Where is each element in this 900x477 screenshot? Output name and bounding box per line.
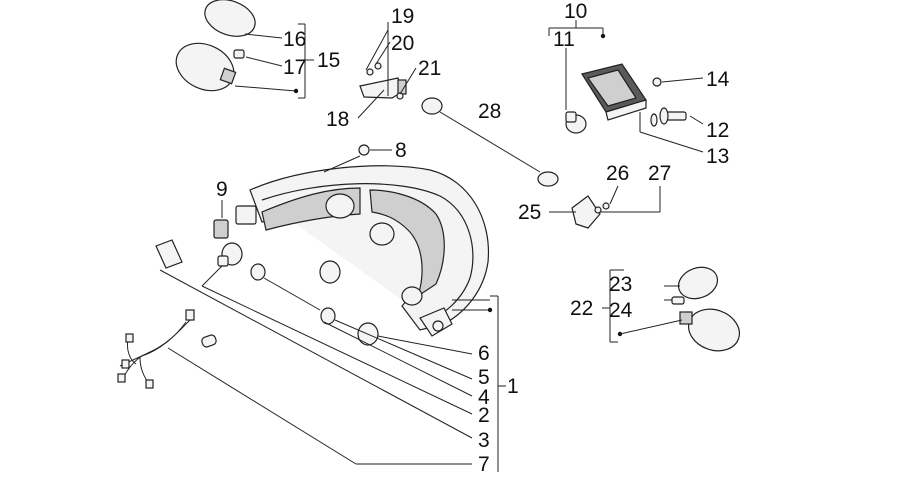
label-16: 16 [283,28,306,51]
indicator-lens-16 [204,0,256,37]
socket-9-group [213,200,229,239]
harness-plug [185,309,195,321]
label-27: 27 [648,162,671,185]
bracket-group [357,22,417,119]
nut-21 [396,92,404,100]
label-18: 18 [326,108,349,131]
label-25: 25 [518,201,541,224]
label-11: 11 [553,28,575,51]
bulb-5-top [319,260,341,284]
fuse [201,334,217,348]
washer-13 [650,113,658,127]
grommet-top [421,97,443,115]
wiring-harness-group [117,309,472,465]
indicator-lens-23 [677,266,719,300]
bulb-4 [250,263,266,281]
small-bracket-group [549,185,661,229]
grommet-group [421,97,559,187]
bulbs-group [155,239,473,439]
grommet-bottom [537,171,559,187]
label-10: 10 [564,0,587,23]
bulb-socket-b [369,222,395,246]
label-21: 21 [418,57,441,80]
bracket-18 [359,77,403,99]
screw-20 [366,68,374,76]
indicator-mount [219,67,237,85]
bulb-5 [320,307,336,325]
label-5: 5 [478,366,490,389]
label-22: 22 [570,297,593,320]
label-7: 7 [478,453,490,476]
label-6: 6 [478,342,490,365]
bulb-socket-a [325,193,355,219]
label-13: 13 [706,145,729,168]
bulb-17 [233,49,245,59]
part-labels: 1 2 3 4 5 6 7 8 9 10 11 12 13 14 15 16 1… [216,0,730,476]
label-15: 15 [317,49,340,72]
label-20: 20 [391,32,414,55]
label-26: 26 [606,162,629,185]
label-3: 3 [478,429,490,452]
socket-9 [213,219,229,239]
bulb-24 [671,296,685,305]
screw-8 [358,144,370,156]
label-19: 19 [391,5,414,28]
label-8: 8 [395,139,407,162]
label-23: 23 [609,273,632,296]
screw-14 [652,77,662,87]
screw-8-group [323,144,392,173]
label-12: 12 [706,119,729,142]
connector-3 [155,239,183,269]
rear-right-indicator-group [602,266,740,352]
label-9: 9 [216,178,228,201]
label-14: 14 [706,68,730,91]
label-17: 17 [283,56,306,79]
washer-26 [594,206,602,214]
front-left-indicator-group [175,0,314,99]
license-light-group [548,20,704,153]
tail-light-assembly [235,165,506,472]
connector-block [235,205,257,225]
label-28: 28 [478,100,501,123]
label-2: 2 [478,404,490,427]
label-24: 24 [609,299,633,322]
label-4: 4 [478,386,490,409]
indicator-mount-r [679,311,693,325]
bracket-25 [571,195,601,229]
indicator-housing-22 [688,308,740,352]
bulb-socket-c [401,286,423,306]
indicator-housing-15 [175,42,235,92]
label-1: 1 [507,375,519,398]
